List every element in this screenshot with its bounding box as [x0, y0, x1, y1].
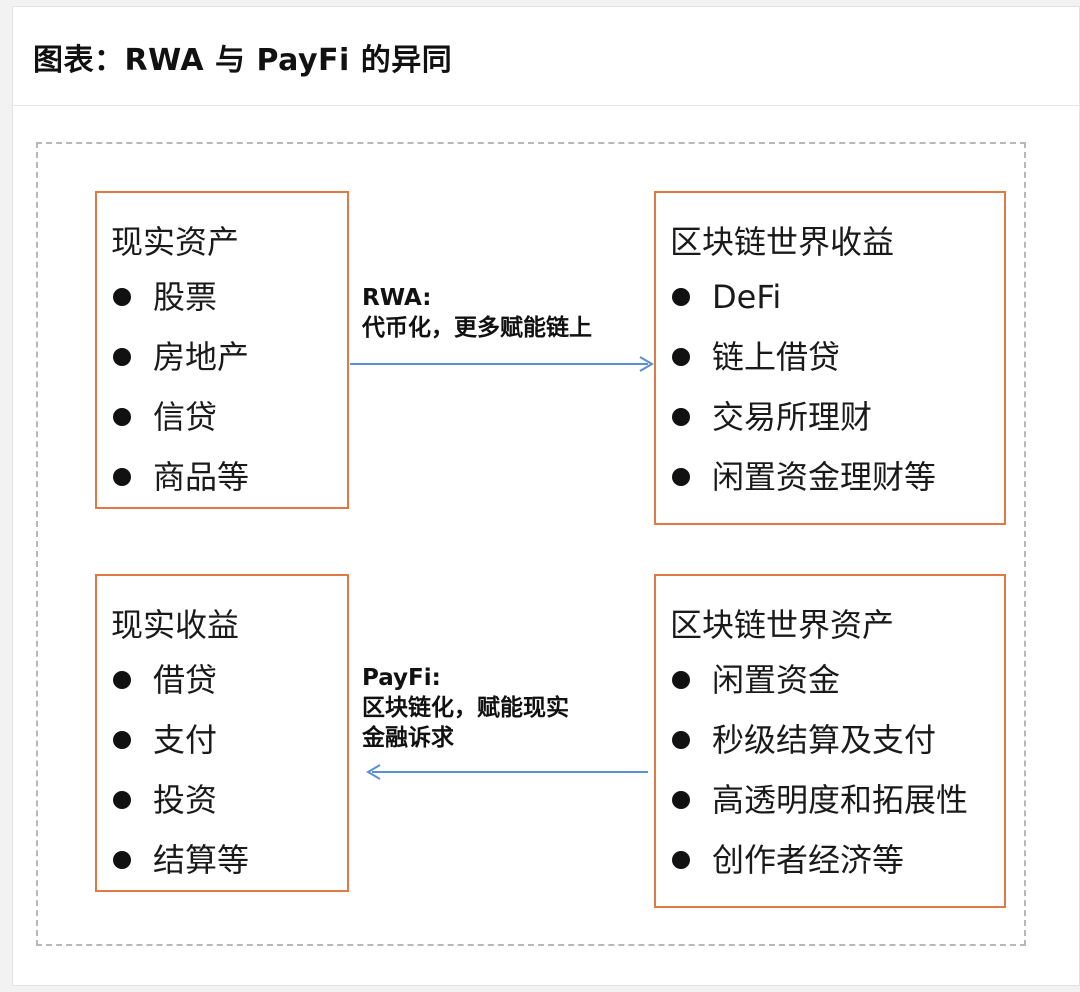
bullet-icon — [113, 671, 131, 689]
item-label: 股票 — [153, 278, 218, 316]
bullet-icon — [113, 731, 131, 749]
bullet-icon — [113, 348, 131, 366]
list-item: 借贷 — [111, 658, 249, 718]
bullet-icon — [672, 468, 690, 486]
rwa-arrow — [350, 356, 654, 372]
list-item: 股票 — [111, 275, 249, 335]
box-heading: 区块链世界资产 — [670, 606, 895, 644]
figure-title: 图表：RWA 与 PayFi 的异同 — [33, 43, 453, 78]
list-item: 商品等 — [111, 455, 249, 515]
box-chain-assets: 区块链世界资产 闲置资金 秒级结算及支付 高透明度和拓展性 创作者经济等 — [654, 574, 1006, 908]
payfi-label-line1: PayFi: — [362, 665, 441, 691]
item-label: 商品等 — [153, 458, 250, 496]
item-label: DeFi — [712, 278, 782, 316]
item-label: 闲置资金 — [712, 661, 841, 699]
item-label: 创作者经济等 — [712, 841, 905, 879]
payfi-label-line2: 区块链化，赋能现实 — [362, 695, 569, 721]
list-item: 高透明度和拓展性 — [670, 778, 968, 838]
list-item: 闲置资金理财等 — [670, 455, 936, 515]
rwa-label-line1: RWA: — [362, 285, 432, 311]
list-item: DeFi — [670, 275, 936, 335]
bullet-icon — [672, 408, 690, 426]
box-real-yield: 现实收益 借贷 支付 投资 结算等 — [95, 574, 349, 892]
item-list: 借贷 支付 投资 结算等 — [111, 658, 249, 898]
box-real-assets: 现实资产 股票 房地产 信贷 商品等 — [95, 191, 349, 509]
bullet-icon — [113, 468, 131, 486]
item-label: 秒级结算及支付 — [712, 721, 937, 759]
list-item: 交易所理财 — [670, 395, 936, 455]
rwa-label-line2: 代币化，更多赋能链上 — [362, 315, 592, 341]
item-label: 房地产 — [153, 338, 250, 376]
list-item: 结算等 — [111, 838, 249, 898]
list-item: 链上借贷 — [670, 335, 936, 395]
bullet-icon — [113, 791, 131, 809]
bullet-icon — [672, 791, 690, 809]
list-item: 闲置资金 — [670, 658, 968, 718]
item-label: 链上借贷 — [712, 338, 841, 376]
item-list: 股票 房地产 信贷 商品等 — [111, 275, 249, 515]
payfi-label: PayFi: 区块链化，赋能现实 金融诉求 — [362, 663, 569, 753]
item-label: 交易所理财 — [712, 398, 873, 436]
list-item: 秒级结算及支付 — [670, 718, 968, 778]
item-label: 结算等 — [153, 841, 250, 879]
bullet-icon — [672, 731, 690, 749]
payfi-arrow — [366, 764, 648, 780]
box-heading: 区块链世界收益 — [670, 223, 895, 261]
item-label: 闲置资金理财等 — [712, 458, 937, 496]
list-item: 投资 — [111, 778, 249, 838]
item-label: 高透明度和拓展性 — [712, 781, 969, 819]
item-label: 投资 — [153, 781, 218, 819]
box-heading: 现实收益 — [111, 606, 240, 644]
item-label: 支付 — [153, 721, 218, 759]
bullet-icon — [113, 408, 131, 426]
payfi-label-line3: 金融诉求 — [362, 725, 454, 751]
bullet-icon — [113, 288, 131, 306]
item-list: 闲置资金 秒级结算及支付 高透明度和拓展性 创作者经济等 — [670, 658, 968, 898]
box-heading: 现实资产 — [111, 223, 240, 261]
diagram-dashed-border — [36, 142, 1026, 946]
bullet-icon — [672, 288, 690, 306]
item-list: DeFi 链上借贷 交易所理财 闲置资金理财等 — [670, 275, 936, 515]
bullet-icon — [672, 851, 690, 869]
bullet-icon — [672, 671, 690, 689]
box-chain-yield: 区块链世界收益 DeFi 链上借贷 交易所理财 闲置资金理财等 — [654, 191, 1006, 525]
bullet-icon — [672, 348, 690, 366]
list-item: 房地产 — [111, 335, 249, 395]
item-label: 信贷 — [153, 398, 218, 436]
list-item: 支付 — [111, 718, 249, 778]
bullet-icon — [113, 851, 131, 869]
rwa-label: RWA: 代币化，更多赋能链上 — [362, 283, 592, 343]
item-label: 借贷 — [153, 661, 218, 699]
list-item: 创作者经济等 — [670, 838, 968, 898]
list-item: 信贷 — [111, 395, 249, 455]
figure-header: 图表：RWA 与 PayFi 的异同 — [13, 7, 1079, 106]
